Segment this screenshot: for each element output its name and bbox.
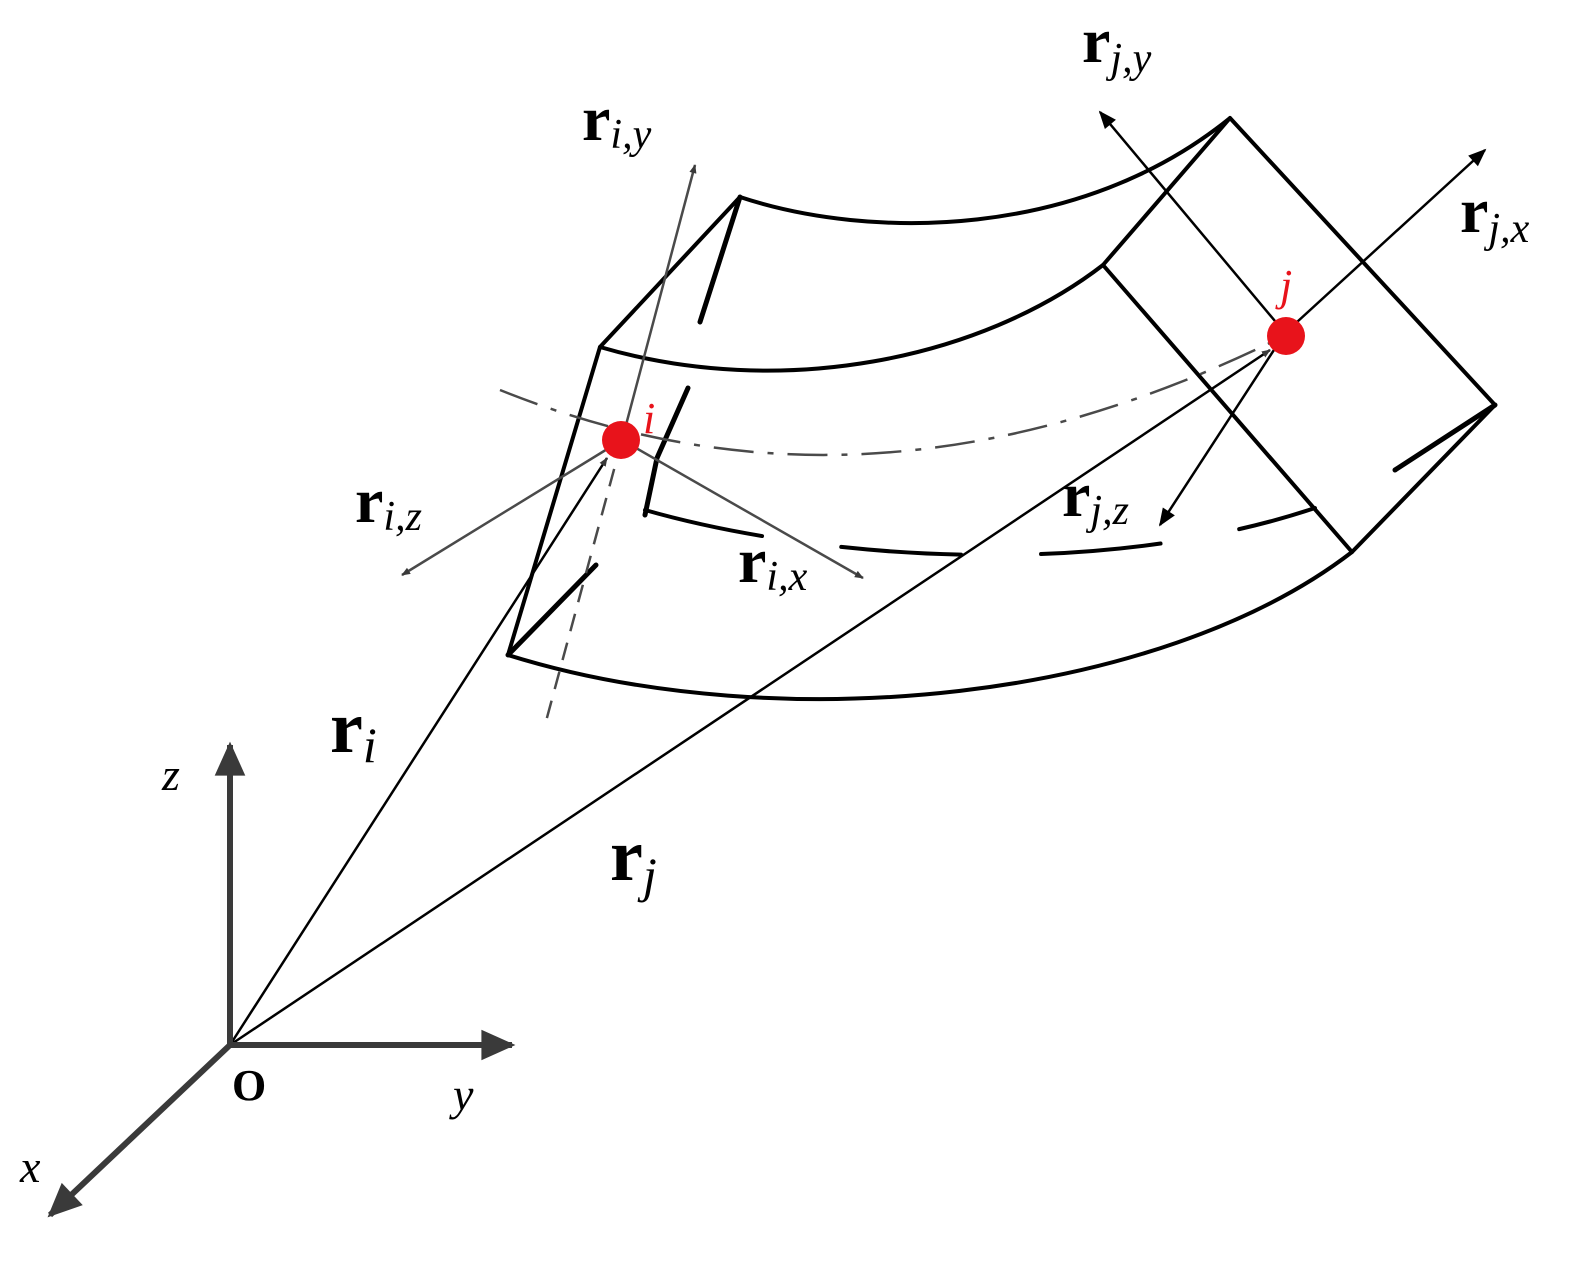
beam-bottom-edge	[506, 550, 1354, 702]
axis-r-ix-arrow	[621, 438, 864, 580]
beam-middle-edge	[598, 263, 1105, 373]
label-global-x: x	[19, 1141, 41, 1192]
local-frame-j	[1098, 110, 1487, 527]
section-j-outline	[1101, 116, 1497, 554]
label-r-iz: ri,z	[355, 465, 422, 540]
axis-r-iz-arrow	[401, 438, 623, 577]
label-node-i: i	[643, 394, 655, 443]
global-x-axis	[47, 1042, 233, 1218]
label-r-jx: rj,x	[1460, 175, 1530, 252]
axis-r-jz-arrow	[1158, 332, 1287, 527]
node-i-dot	[602, 421, 640, 459]
label-global-y: y	[449, 1069, 474, 1120]
section-i-hidden-edge	[697, 194, 743, 325]
label-origin: O	[232, 1061, 266, 1110]
vector-r-j	[229, 348, 1271, 1047]
axis-r-iy-arrow	[620, 164, 697, 441]
curved-beam	[505, 116, 1498, 702]
section-i-hidden-edge-2	[642, 385, 691, 518]
section-j-inner-edge	[1392, 402, 1498, 473]
global-axes	[47, 741, 516, 1218]
node-i-projection	[543, 439, 624, 726]
label-r-ix: ri,x	[738, 525, 808, 600]
label-r-j: rj	[610, 815, 657, 903]
label-node-j: j	[1275, 261, 1292, 310]
beam-hidden-edge-dashed	[643, 506, 1317, 557]
local-frame-i	[401, 164, 864, 580]
label-r-iy: ri,y	[582, 83, 652, 158]
label-global-z: z	[161, 749, 180, 800]
section-i-hidden-edge-3	[505, 562, 599, 658]
label-r-jz: rj,z	[1062, 459, 1129, 534]
label-r-i: ri	[330, 687, 377, 773]
beam-top-edge	[738, 116, 1232, 226]
axis-r-jy-arrow	[1098, 110, 1286, 334]
label-r-jy: rj,y	[1082, 5, 1152, 82]
node-j-dot	[1267, 317, 1305, 355]
axis-r-jx-arrow	[1284, 148, 1487, 334]
centroid-axis-line	[499, 336, 1281, 457]
vector-r-i	[228, 457, 609, 1046]
